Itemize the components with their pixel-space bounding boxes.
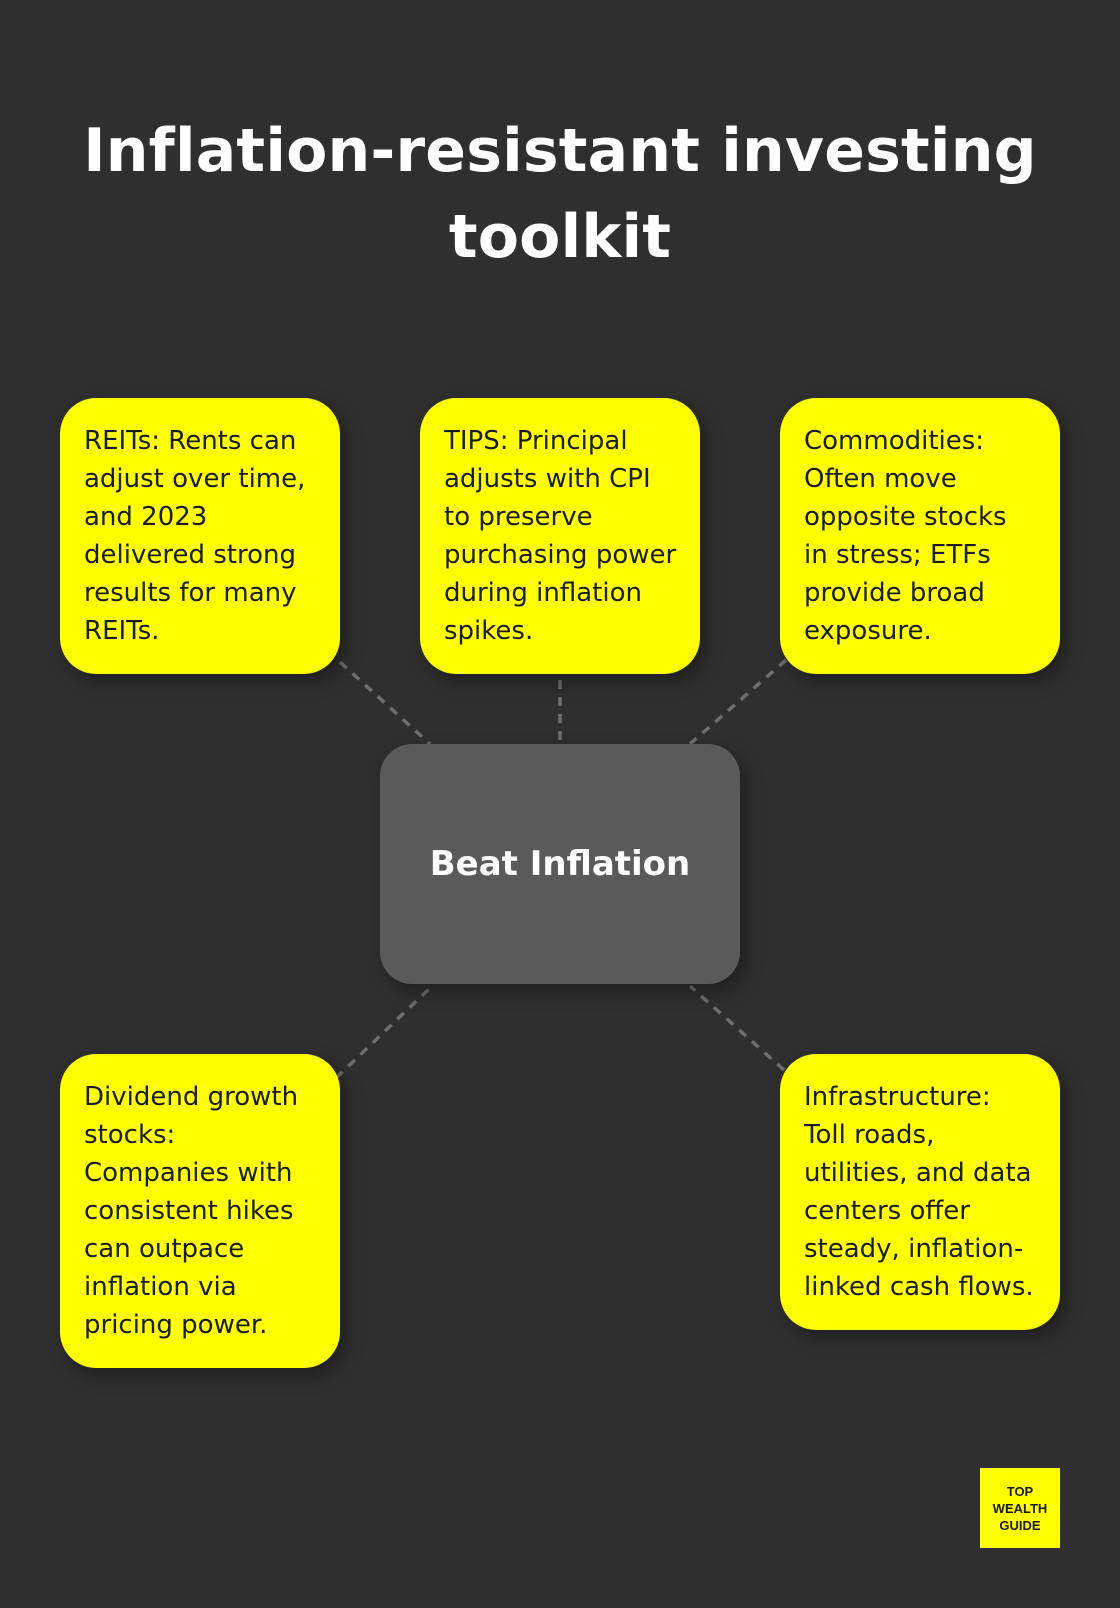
card-dividend-growth: Dividend growth stocks: Companies with c… xyxy=(60,1054,340,1368)
brand-logo: TOP WEALTH GUIDE xyxy=(980,1468,1060,1548)
center-node-label: Beat Inflation xyxy=(429,844,691,884)
connector-infrastructure xyxy=(688,984,786,1072)
card-tips-text: TIPS: Principal adjusts with CPI to pres… xyxy=(444,426,677,646)
center-node: Beat Inflation xyxy=(380,744,740,984)
card-reits-text: REITs: Rents can adjust over time, and 2… xyxy=(84,426,306,646)
card-infrastructure: Infrastructure: Toll roads, utilities, a… xyxy=(780,1054,1060,1330)
diagram-title: Inflation-resistant investing toolkit xyxy=(83,116,1037,272)
card-dividend-growth-text: Dividend growth stocks: Companies with c… xyxy=(84,1082,299,1340)
card-tips: TIPS: Principal adjusts with CPI to pres… xyxy=(420,398,700,674)
card-infrastructure-text: Infrastructure: Toll roads, utilities, a… xyxy=(804,1082,1034,1302)
connector-commodities xyxy=(688,658,788,746)
card-commodities-text: Commodities: Often move opposite stocks … xyxy=(804,426,1007,646)
card-reits: REITs: Rents can adjust over time, and 2… xyxy=(60,398,340,674)
card-commodities: Commodities: Often move opposite stocks … xyxy=(780,398,1060,674)
connector-reits xyxy=(338,660,432,746)
connector-dividend xyxy=(334,986,432,1080)
